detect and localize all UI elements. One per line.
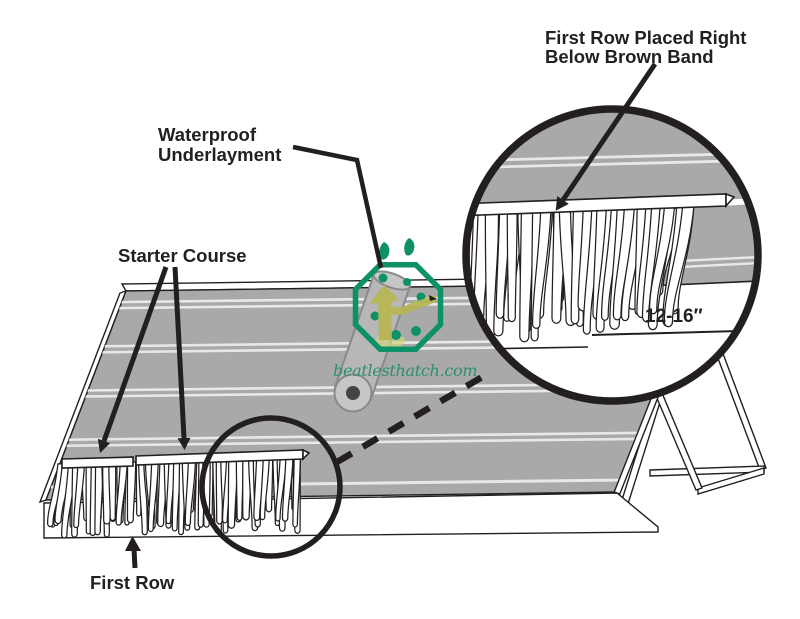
logo-dot (411, 326, 421, 336)
label-waterproof-underlayment: Waterproof Underlayment (158, 124, 281, 165)
starter-course-arrows (97, 266, 191, 453)
logo-droplet-icon (404, 238, 415, 256)
detail-thatch-panel (551, 204, 695, 335)
arrowhead (125, 536, 141, 551)
thatch-strand (663, 204, 695, 328)
label-starter-course: Starter Course (118, 245, 247, 266)
watermark-text: beatlesthatch.com (333, 361, 477, 380)
logo-dot (391, 330, 401, 340)
easel-structure (619, 350, 767, 507)
easel-far-right-leg (715, 350, 767, 471)
thatch-strand (648, 204, 676, 315)
thatch-strand (108, 461, 117, 522)
logo-up-arrow-icon (369, 285, 399, 340)
arrowhead (177, 437, 191, 450)
first-row-arrow (125, 536, 141, 569)
logo-arm-icon (387, 295, 437, 315)
arrowhead (555, 196, 569, 211)
logo-dot (378, 273, 388, 283)
starter-course-thatch (46, 448, 311, 539)
thatch-strand (281, 455, 294, 522)
svg-text:Below Brown Band: Below Brown Band (545, 46, 714, 67)
roll-core-hole (346, 386, 360, 400)
thatch-strand (94, 462, 104, 536)
thatch-panel (46, 461, 137, 539)
thatch-strand (506, 209, 518, 323)
thatch-strand (259, 456, 270, 521)
detail-dimension-line (591, 329, 758, 336)
svg-text:Underlayment: Underlayment (158, 144, 281, 165)
thatch-strand (115, 461, 128, 526)
arrowhead (97, 438, 111, 453)
waterproof-leader-line (292, 144, 384, 269)
logo-octagon-icon (352, 261, 444, 353)
thatch-strand (531, 208, 552, 329)
diagram-title: First Row Placed Right Below Brown Band (545, 27, 746, 67)
label-first-row: First Row (90, 572, 175, 593)
thatch-header-band (61, 456, 134, 469)
underlayment-roll (333, 270, 412, 413)
label-measurement: 12-16″ (645, 306, 703, 327)
thatch-strand (292, 455, 302, 528)
svg-text:First Row Placed Right: First Row Placed Right (545, 27, 746, 48)
detail-circle-ring (462, 105, 762, 405)
svg-text:Waterproof: Waterproof (158, 124, 257, 145)
logo-droplet-icon (379, 242, 390, 260)
detail-source-circle (199, 415, 343, 559)
logo-arm-tip (429, 295, 437, 301)
thatch-strand (126, 461, 137, 524)
easel-bottom-rail (697, 467, 765, 495)
thatch-strand (147, 460, 159, 533)
logo-dot (403, 278, 411, 286)
detail-big-circle: 12-16″ (462, 105, 762, 405)
thatch-strand (73, 462, 86, 529)
title-arrow (555, 62, 658, 211)
detail-band-end-cap (725, 192, 736, 209)
thatch-band-end-cap (302, 448, 311, 461)
brand-logo (352, 238, 444, 353)
thatch-panel (135, 455, 302, 536)
logo-dot (370, 311, 380, 321)
thatch-strand (184, 459, 197, 527)
